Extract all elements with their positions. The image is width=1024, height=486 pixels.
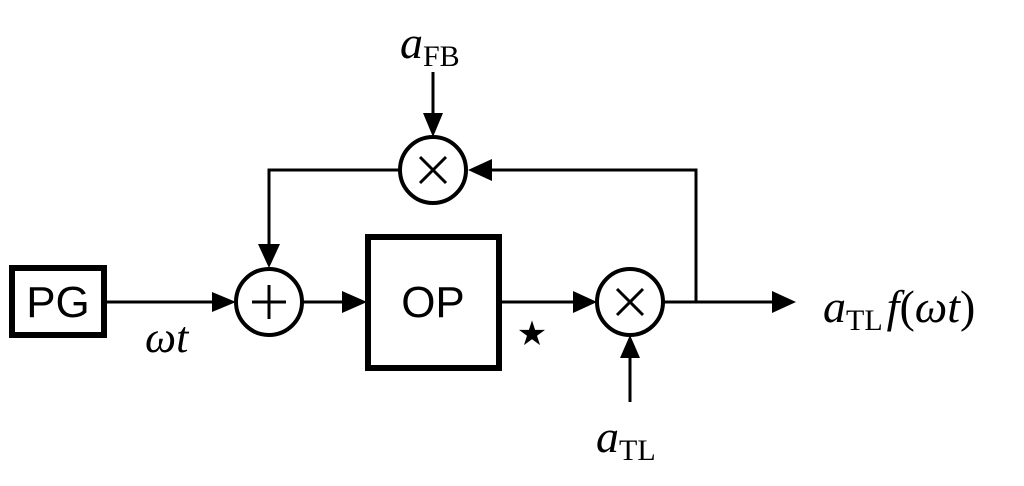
adder-to-op-arrowhead	[342, 291, 367, 313]
a-fb-input-arrowhead	[423, 113, 443, 137]
op-block	[365, 234, 502, 371]
output-arrowhead	[772, 291, 796, 313]
omega-t-label: ωt	[145, 313, 190, 362]
feedback-path-right	[490, 168, 698, 302]
feedback-left-arrowhead	[258, 244, 280, 268]
a-fb-label: aFB	[400, 17, 460, 73]
a-tl-input-arrowhead	[620, 335, 640, 358]
op-label: OP	[401, 278, 465, 327]
pg-label: PG	[26, 278, 90, 327]
feedback-right-arrowhead	[468, 159, 492, 181]
op-to-mult-arrowhead	[573, 291, 597, 313]
feedback-path-left	[267, 168, 400, 262]
pg-to-adder-arrowhead	[212, 292, 236, 312]
output-label: aTLf(ωt)	[823, 281, 975, 337]
star-icon: ★	[517, 314, 547, 354]
a-tl-label: aTL	[596, 411, 656, 467]
times-icon-tl-b	[615, 287, 645, 317]
times-icon-fb-b	[418, 155, 448, 185]
